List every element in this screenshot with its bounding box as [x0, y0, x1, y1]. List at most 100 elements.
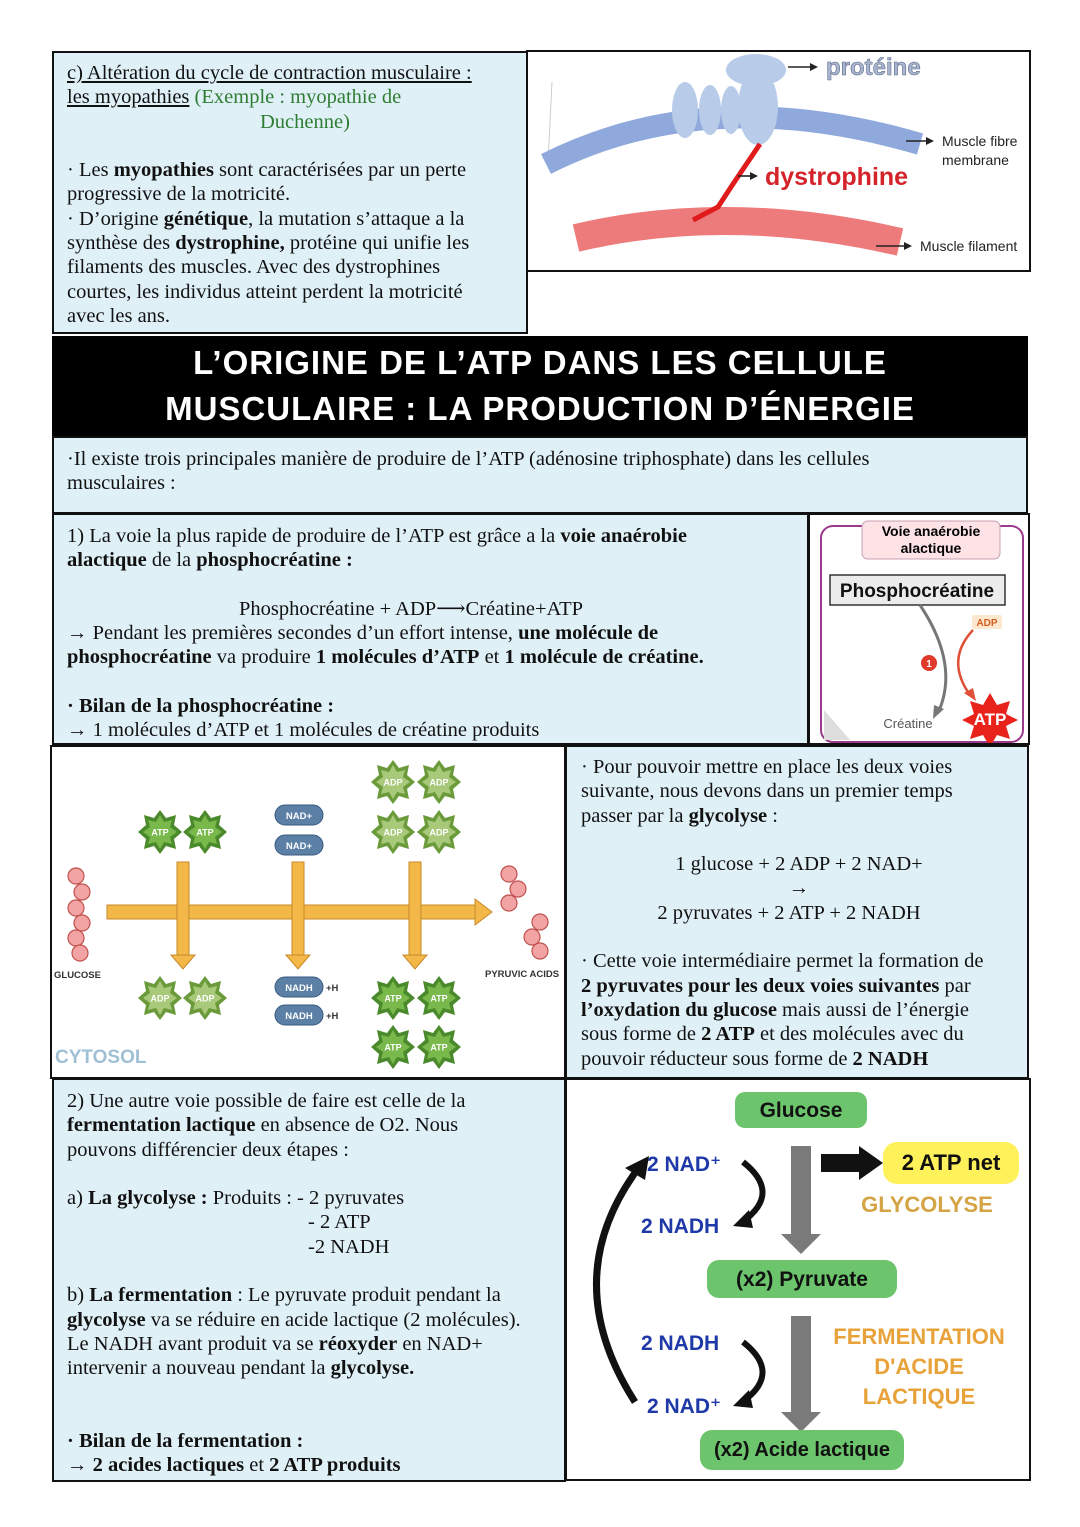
myopathy-bullet-2: · D’origine génétique, la mutation s’att… — [67, 207, 465, 230]
atp-output-1: ATP — [371, 976, 415, 1020]
glycolysis-equation-1: 1 glucose + 2 ADP + 2 NAD+ — [675, 853, 923, 876]
svg-text:ATP: ATP — [151, 828, 168, 838]
filament-label: Muscle filament — [920, 238, 1017, 254]
myopathy-bullet-2-line5: avec les ans. — [67, 304, 171, 327]
fermentation-label-3: LACTIQUE — [863, 1384, 975, 1409]
example-text: (Exemple : myopathie de — [194, 86, 402, 109]
fermentation-section: 2) Une autre voie possible de faire est … — [52, 1078, 566, 1482]
cytosol-label: CYTOSOL — [55, 1047, 147, 1068]
phosphocreatine-diagram: Voie anaérobie alactique Phosphocréatine… — [808, 513, 1030, 745]
myopathy-bullet-1: · Les myopathies sont caractérisées par … — [67, 159, 467, 182]
glycolysis-products-3: -2 NADH — [308, 1235, 390, 1258]
pyruvate-box — [707, 1260, 897, 1298]
glycolysis-text-section: · Pour pouvoir mettre en place les deux … — [565, 745, 1029, 1079]
nadh-label-2: 2 NADH — [641, 1332, 719, 1355]
svg-text:ADP: ADP — [150, 994, 169, 1004]
glycolysis-line-1: · Pour pouvoir mettre en place les deux … — [581, 756, 953, 778]
atp-output-3: ATP — [371, 1025, 415, 1069]
svg-text:NADH: NADH — [285, 1011, 313, 1022]
svg-text:ATP: ATP — [384, 994, 401, 1004]
pyruvic-label: PYRUVIC ACIDS — [485, 969, 559, 980]
atp-input-2: ATP — [183, 810, 227, 854]
adp-input-3: ADP — [371, 810, 415, 854]
pyruvate-label: (x2) Pyruvate — [736, 1268, 868, 1291]
svg-text:ATP: ATP — [196, 828, 213, 838]
glycolysis-line-3: passer par la glycolyse : — [581, 804, 778, 827]
atp-input-1: ATP — [138, 810, 182, 854]
svg-text:ADP: ADP — [429, 828, 448, 838]
svg-text:ADP: ADP — [195, 994, 214, 1004]
bilan-phosphocreatine-title: · Bilan de la phosphocréatine : — [67, 695, 335, 718]
fermentation-label-2: D'ACIDE — [874, 1354, 964, 1379]
muscle-fibre-membrane — [541, 106, 924, 174]
intro-line-2: musculaires : — [67, 472, 176, 495]
svg-text:ATP: ATP — [430, 1043, 447, 1053]
h-label-2: +H — [326, 1011, 339, 1022]
lactic-acid-label: (x2) Acide lactique — [714, 1439, 890, 1461]
myopathy-bullet-2-line2: synthèse des dystrophine, protéine qui u… — [67, 232, 470, 255]
atp-net-label: 2 ATP net — [902, 1150, 1001, 1175]
intro-line-1: ·Il existe trois principales manière de … — [67, 448, 870, 470]
fermentation-line-4: intervenir a nouveau pendant la glycolys… — [67, 1357, 415, 1380]
svg-text:NAD+: NAD+ — [286, 841, 313, 852]
pcr-title-1: Voie anaérobie — [882, 523, 981, 539]
glycolyse-label: GLYCOLYSE — [861, 1192, 993, 1217]
section-2-line-1: 2) Une autre voie possible de faire est … — [67, 1090, 466, 1112]
svg-text:NADH: NADH — [285, 983, 313, 994]
atp-output-2: ATP — [417, 976, 461, 1020]
svg-text:ATP: ATP — [430, 994, 447, 1004]
lactic-acid-box — [700, 1430, 904, 1470]
fermentation-line-2: glycolyse va se réduire en acide lactiqu… — [67, 1308, 521, 1331]
glycolysis-equation-2: 2 pyruvates + 2 ATP + 2 NADH — [657, 901, 921, 924]
h-label-1: +H — [326, 983, 339, 994]
pcr-adp-label: ADP — [976, 618, 997, 629]
section-c-title-2: les myopathies — [67, 86, 190, 109]
dystrophin-diagram-svg: protéine dystrophine Muscle fibre membra… — [541, 54, 1018, 256]
glycolysis-para-line-4: sous forme de 2 ATP et des molécules ave… — [581, 1023, 964, 1046]
myopathy-section: c) Altération du cycle de contraction mu… — [52, 51, 528, 334]
atp-output-4: ATP — [417, 1025, 461, 1069]
adp-output-2: ADP — [183, 976, 227, 1020]
phosphocreatine-equation: Phosphocréatine + ADP⟶Créatine+ATP — [238, 597, 584, 620]
muscle-filament — [572, 206, 904, 256]
glycolysis-products: a) La glycolyse : Produits : - 2 pyruvat… — [67, 1187, 405, 1210]
pyruvate-molecules — [500, 865, 549, 960]
adp-input-2: ADP — [417, 760, 461, 804]
glucose-molecule — [67, 867, 91, 962]
svg-text:ATP: ATP — [384, 1043, 401, 1053]
glycolysis-diagram: GLUCOSE PYRUVIC ACIDS CYTOSOL ATP ATP NAD+… — [50, 745, 566, 1079]
section-1-line-2: alactique de la phosphocréatine : — [67, 549, 353, 572]
fermentation-diagram: Glucose 2 ATP net GLYCOLYSE 2 NAD⁺ 2 NAD… — [565, 1078, 1031, 1481]
section-1-line-4: → Pendant les premières secondes d’un ef… — [67, 622, 659, 645]
section-2-line-2: fermentation lactique en absence de O2. … — [67, 1114, 459, 1137]
protein-complex — [672, 54, 786, 145]
phosphocreatine-diagram-svg: Voie anaérobie alactique Phosphocréatine… — [820, 520, 1024, 743]
section-c-title: c) Altération du cycle de contraction mu… — [67, 62, 472, 84]
nad-input-1: NAD+ — [274, 804, 324, 826]
phosphocreatine-section: 1) La voie la plus rapide de produire de… — [52, 513, 809, 745]
glucose-label: GLUCOSE — [54, 970, 101, 981]
glycolysis-diagram-svg: GLUCOSE PYRUVIC ACIDS CYTOSOL ATP ATP NAD+… — [54, 760, 559, 1069]
atp-net-box — [883, 1142, 1019, 1184]
page-title-line-1: L’ORIGINE DE L’ATP DANS LES CELLULE — [193, 344, 887, 381]
svg-text:ADP: ADP — [383, 828, 402, 838]
bilan-fermentation-title: · Bilan de la fermentation : — [67, 1430, 304, 1453]
nad-plus-label-2: 2 NAD⁺ — [647, 1395, 721, 1418]
glycolysis-equation-arrow: → — [788, 877, 810, 900]
svg-text:ADP: ADP — [429, 778, 448, 788]
fermentation-line-1: b) La fermentation : Le pyruvate produit… — [67, 1284, 501, 1307]
adp-input-4: ADP — [417, 810, 461, 854]
svg-text:ADP: ADP — [383, 778, 402, 788]
pcr-creatine-label: Créatine — [883, 716, 932, 731]
adp-input-1: ADP — [371, 760, 415, 804]
glycolysis-down-arrows — [169, 861, 429, 970]
dystrophin-line — [691, 142, 763, 223]
glycolysis-para-line-3: l’oxydation du glucose mais aussi de l’é… — [581, 998, 969, 1021]
fermentation-diagram-svg: Glucose 2 ATP net GLYCOLYSE 2 NAD⁺ 2 NAD… — [593, 1092, 1019, 1470]
intro-section: ·Il existe trois principales manière de … — [52, 436, 1028, 514]
glycolysis-para-line-1: · Cette voie intermédiaire permet la for… — [581, 950, 984, 973]
page-title: L’ORIGINE DE L’ATP DANS LES CELLULE MUSC… — [52, 336, 1028, 436]
example-text-2: Duchenne) — [260, 110, 350, 133]
bilan-phosphocreatine-text: → 1 molécules d’ATP et 1 molécules de cr… — [67, 719, 540, 742]
nadh-output-2: NADH — [274, 1004, 324, 1026]
